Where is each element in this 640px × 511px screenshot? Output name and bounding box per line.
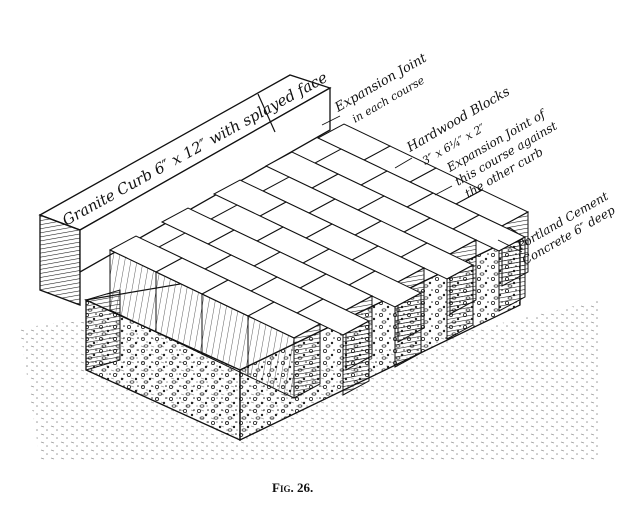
- granite-curb: [38, 74, 332, 306]
- hardwood-block: [399, 242, 475, 340]
- hardwood-block: [347, 270, 423, 368]
- figure-caption: Fig. 26.: [272, 480, 313, 495]
- hardwood-block: [154, 257, 230, 355]
- hardwood-block: [200, 279, 276, 377]
- hardwood-blocks: [108, 123, 530, 399]
- hardwood-block: [246, 301, 322, 399]
- hardwood-block: [108, 235, 184, 333]
- leader-lines: [321, 115, 523, 253]
